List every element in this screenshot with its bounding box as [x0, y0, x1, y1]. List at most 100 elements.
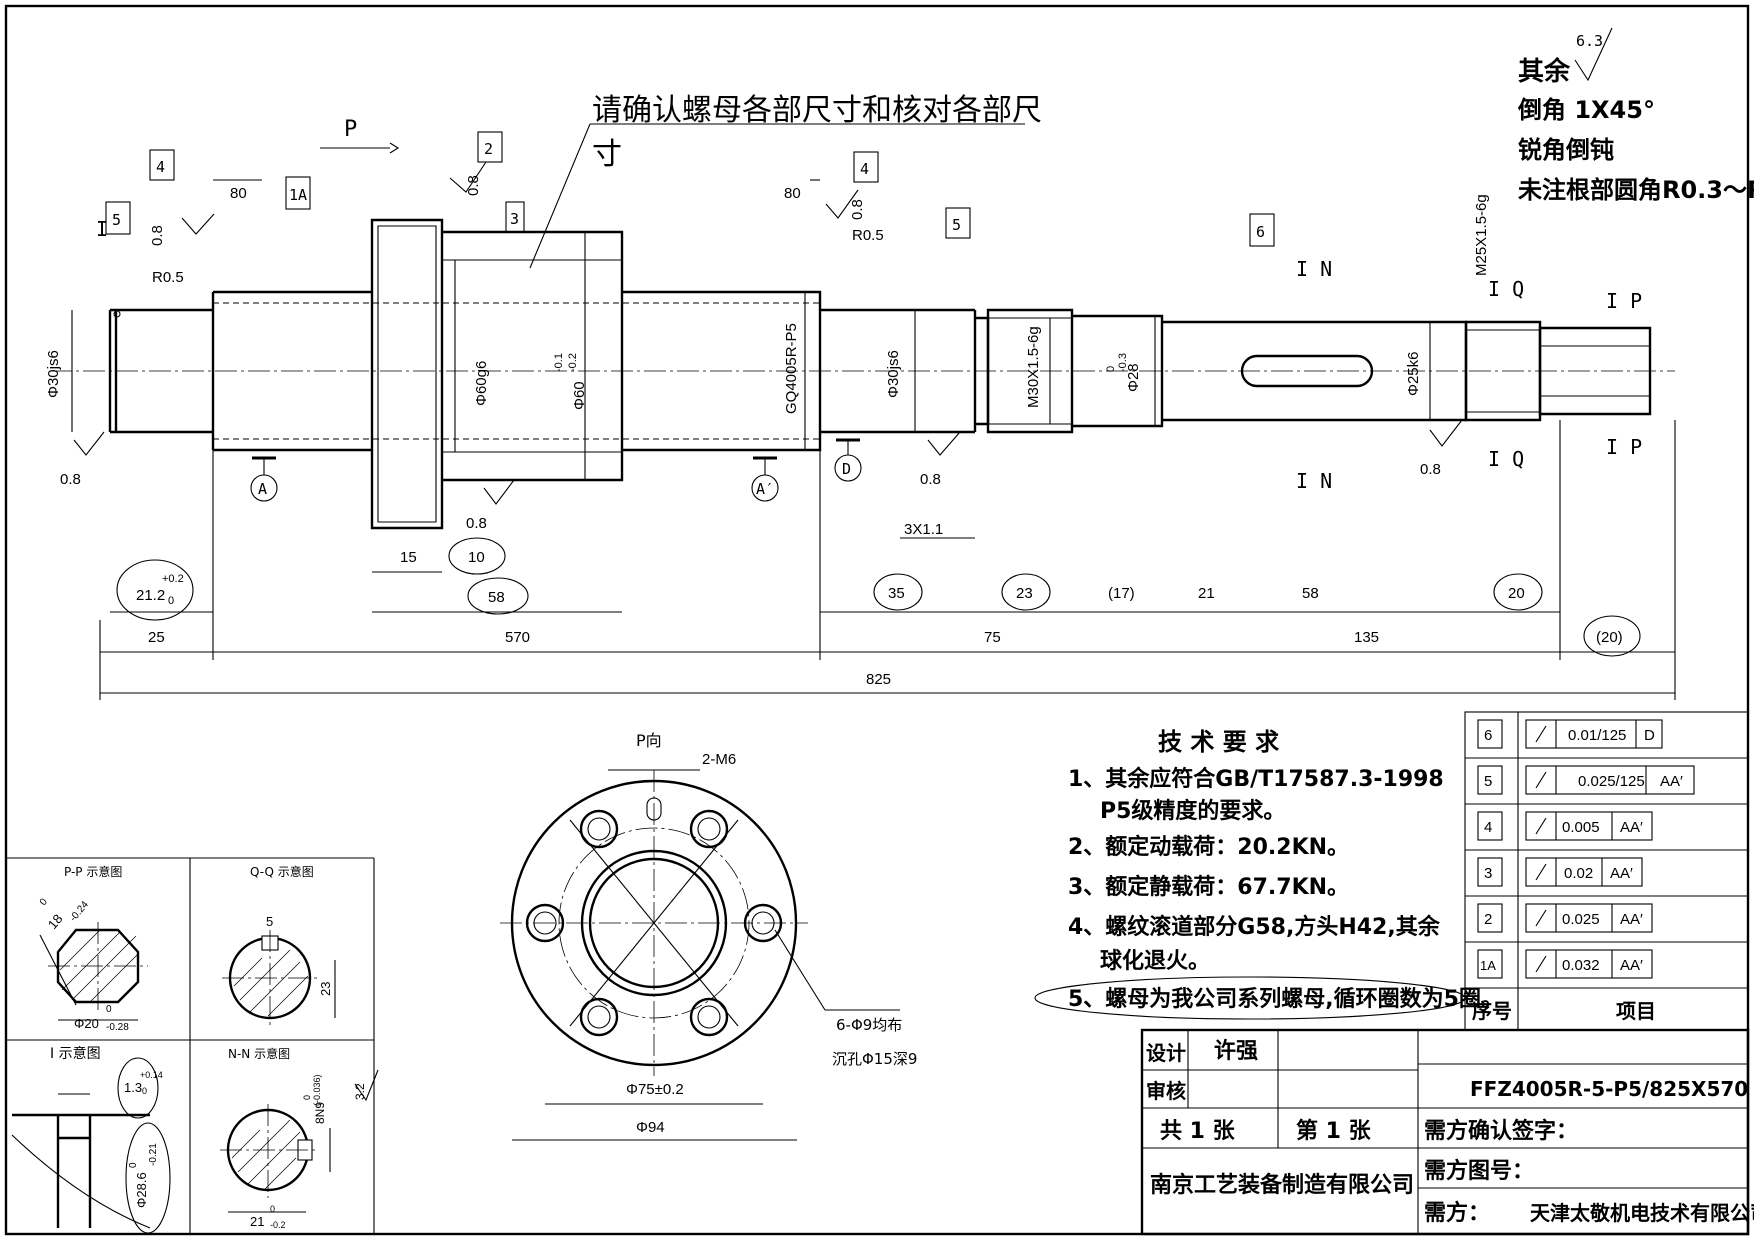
section-i-width-lo: 0	[142, 1086, 147, 1096]
flange-holes: 6-Φ9均布	[836, 1016, 902, 1034]
flange-counterbore: 沉孔Φ15深9	[832, 1050, 917, 1068]
tol-row-datum: AA′	[1610, 865, 1633, 882]
dim-23: 23	[1016, 585, 1033, 602]
section-qq-title: Q-Q 示意图	[250, 864, 314, 879]
roughness-value: 0.8	[466, 515, 487, 532]
dim-d28-tol-lower: -0.3	[1117, 353, 1129, 372]
nut-flange	[370, 218, 444, 530]
section-mark-n-top: I N	[1296, 257, 1332, 281]
dim-21-2: 21.2	[136, 587, 165, 604]
flange-pcd: Φ75±0.2	[626, 1081, 684, 1098]
section-pp-size-tol-up: 0	[38, 896, 50, 908]
section-nn-key: 8N9	[313, 1102, 327, 1124]
flange-p-dir: P向	[636, 731, 662, 750]
section-pp-title: P-P 示意图	[64, 864, 122, 879]
dim-135: 135	[1354, 629, 1379, 646]
tol-row-datum: D	[1644, 727, 1655, 744]
dim-21-2-lower: 0	[168, 595, 174, 607]
section-pp	[39, 922, 148, 1021]
section-mark-p-top: I P	[1606, 289, 1642, 313]
tech-req-item: P5级精度的要求。	[1100, 798, 1285, 824]
section-mark-p-bottom: I P	[1606, 435, 1642, 459]
section-i-dia-tol-up: 0	[128, 1162, 139, 1168]
tol-row-value: 0.025/125	[1578, 773, 1645, 790]
tol-ref-4b: 4	[860, 160, 869, 178]
tol-row-value: 0.02	[1564, 865, 1593, 882]
tb-company: 南京工艺装备制造有限公司	[1150, 1172, 1414, 1198]
datum-d: D	[842, 460, 851, 478]
tb-buyer-sign: 需方确认签字：	[1424, 1118, 1578, 1144]
roughness-value: 0.8	[849, 199, 866, 220]
datum-a-prime: A′	[756, 480, 774, 498]
screw-section-right	[622, 290, 822, 452]
tol-ref-5b: 5	[952, 216, 961, 234]
note-surface-value: 6.3	[1576, 32, 1603, 50]
section-pp-size: 18	[45, 911, 66, 932]
diameter-dims	[71, 232, 1431, 480]
section-mark-q-bottom: I Q	[1488, 447, 1524, 471]
tol-row-datum: AA′	[1620, 819, 1643, 836]
section-mark-i: I	[96, 217, 108, 241]
left-journal	[108, 308, 213, 434]
tol-row-no: 5	[1484, 773, 1492, 790]
tol-ref-2: 2	[484, 140, 493, 158]
tol-row-no: 6	[1484, 727, 1492, 744]
dim-20: 20	[1508, 585, 1525, 602]
dim-825: 825	[866, 671, 891, 688]
tol-row-datum: AA′	[1660, 773, 1683, 790]
roughness-value: 0.8	[149, 225, 166, 246]
section-i-title: I 示意图	[50, 1045, 101, 1062]
tb-buyer-drawing: 需方图号：	[1424, 1158, 1534, 1184]
flange-front-view	[500, 769, 900, 1141]
dim-d28-tol-upper: 0	[1105, 366, 1117, 372]
tol-col-no: 序号	[1472, 999, 1512, 1023]
section-pp-dia: Φ20	[74, 1016, 99, 1031]
section-nn	[220, 1104, 331, 1213]
tolerance-frames	[1477, 719, 1695, 979]
datum-a: A	[258, 480, 267, 498]
tech-req-item: 3、额定静载荷：67.7KN。	[1068, 874, 1349, 900]
section-i-dia: Φ28.6	[134, 1172, 149, 1208]
tol-ref-3: 3	[510, 210, 519, 228]
tapped-hole	[646, 797, 662, 821]
tech-req-item: 2、额定动载荷：20.2KN。	[1068, 834, 1349, 860]
dim-groove: 3X1.1	[904, 521, 943, 538]
tb-designer: 许强	[1214, 1038, 1258, 1064]
dim-d60-tol-upper: -0.1	[553, 353, 565, 372]
dim-570: 570	[505, 629, 530, 646]
drawing-border	[4, 4, 1750, 1236]
radius-label-left: R0.5	[152, 269, 184, 286]
note-chamfer: 倒角 1X45°	[1517, 96, 1655, 124]
tb-design-label: 设计	[1146, 1041, 1186, 1065]
m25-thread	[1464, 320, 1542, 422]
dim-m30: M30X1.5-6g	[1025, 326, 1042, 408]
tech-req-item: 4、螺纹滚道部分G58,方头H42,其余	[1068, 914, 1441, 940]
shaft-main-view	[50, 218, 1675, 530]
radius-label-right: R0.5	[852, 227, 884, 244]
tol-ref-5: 5	[112, 211, 121, 229]
tech-req-item: 球化退火。	[1100, 948, 1210, 974]
dim-d28: Φ28	[1125, 363, 1142, 392]
tol-row-value: 0.032	[1562, 957, 1600, 974]
tech-req-title: 技 术 要 求	[1158, 728, 1279, 756]
nut-body	[442, 230, 624, 482]
dimension-balloons	[116, 537, 1641, 1234]
tb-sheet-no: 第 1 张	[1296, 1118, 1372, 1144]
section-pp-dia-tol-up: 0	[106, 1004, 112, 1015]
section-qq-depth: 23	[318, 982, 333, 996]
runout-arrows	[1535, 725, 1547, 973]
roughness-value: 0.8	[60, 471, 81, 488]
note-callout-line1: 请确认螺母各部尺寸和核对各部尺	[592, 93, 1042, 128]
note-callout-line2: 寸	[592, 137, 622, 172]
tol-col-item: 项目	[1616, 999, 1656, 1023]
tolerance-table-frame	[1464, 711, 1749, 1031]
dim-d60-tol-lower: -0.2	[567, 353, 579, 372]
dim-d60g6: Φ60g6	[473, 361, 490, 406]
tech-req-item: 5、螺母为我公司系列螺母,循环圈数为5圈。	[1068, 986, 1503, 1012]
tol-ref-4: 4	[156, 158, 165, 176]
section-nn-depth-tol: -0.2	[270, 1220, 286, 1230]
m30-thread	[986, 308, 1074, 434]
nut-flange-inner	[377, 225, 437, 523]
mounting-holes	[525, 809, 783, 1037]
section-qq-key: 5	[266, 914, 273, 929]
